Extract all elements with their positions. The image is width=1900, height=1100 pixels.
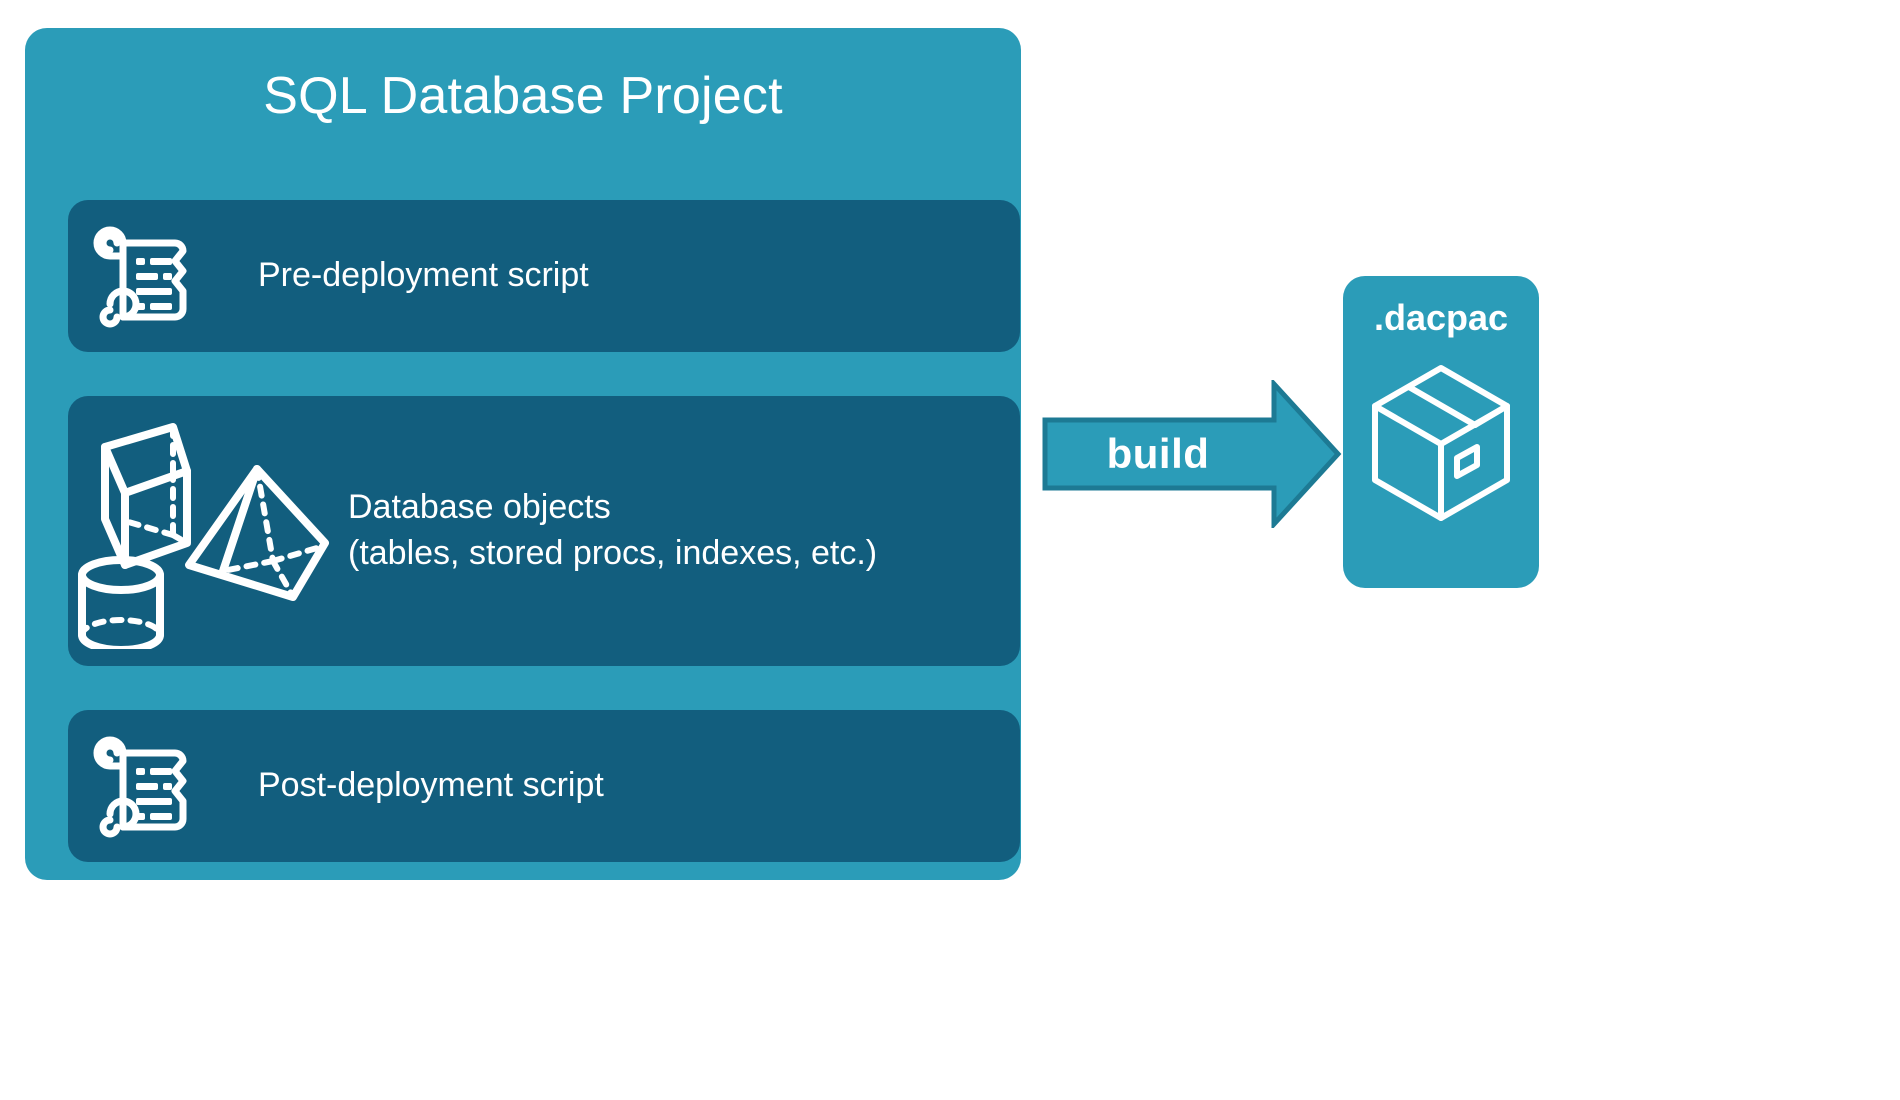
cube-hidden-edges <box>122 424 190 546</box>
card-database-objects: Database objects (tables, stored procs, … <box>68 396 1020 666</box>
scroll-icon <box>76 221 226 331</box>
package-box-icon <box>1372 365 1510 521</box>
sql-database-project-container: SQL Database Project <box>25 28 1021 880</box>
card-pre-deployment-script: Pre-deployment script <box>68 200 1020 352</box>
card-post-deployment-script: Post-deployment script <box>68 710 1020 862</box>
page-title: SQL Database Project <box>263 67 783 125</box>
card-label-pre-deployment: Pre-deployment script <box>258 256 589 295</box>
cylinder-hidden-edge <box>79 617 163 638</box>
cylinder-icon <box>78 556 164 649</box>
scroll-icon <box>76 731 226 841</box>
pyramid-icon <box>185 465 329 601</box>
dacpac-output-box: .dacpac <box>1343 276 1539 588</box>
card-label-post-deployment: Post-deployment script <box>258 766 604 805</box>
dacpac-label: .dacpac <box>1373 297 1509 338</box>
database-objects-icon-group <box>68 413 338 649</box>
pyramid-hidden-edges <box>220 466 320 596</box>
block-arrow-right-icon <box>1042 380 1342 528</box>
card-label-database-objects: Database objects (tables, stored procs, … <box>348 488 878 572</box>
